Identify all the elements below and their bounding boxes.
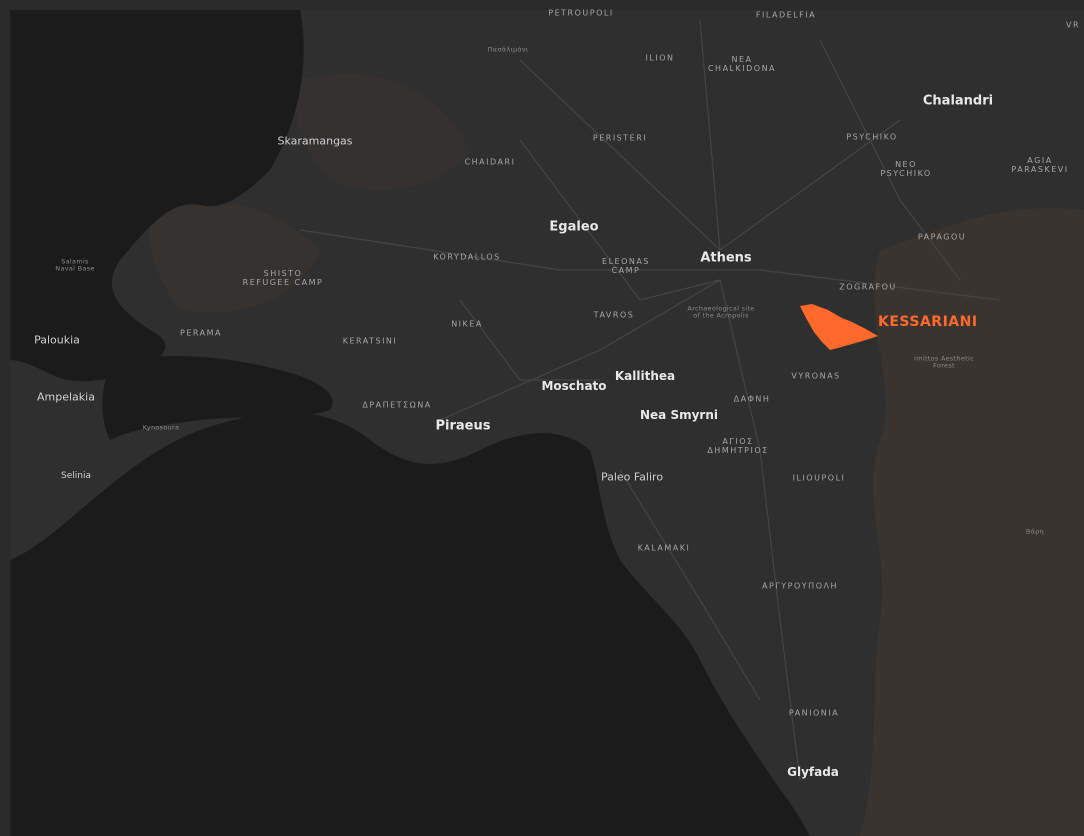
label-pasalimani: Πασάλιμάνι	[487, 45, 529, 54]
kessariani-area[interactable]	[800, 304, 878, 350]
label-piraeus: Piraeus	[435, 418, 491, 434]
salamis-strait	[102, 355, 333, 440]
label-zografou: ZOGRAFOU	[839, 282, 897, 292]
label-keratsini: KERATSINI	[342, 336, 398, 346]
label-dafni: ΔΑΦΝΗ	[733, 394, 771, 404]
label-vyronas: VYRONAS	[791, 371, 841, 381]
label-skaramangas: Skaramangas	[277, 134, 353, 148]
label-aesthetic-forest: Imittos Aesthetic Forest	[914, 354, 974, 370]
label-nea-smyrni: Nea Smyrni	[640, 408, 718, 423]
label-filadelfia: FILADELFIA	[755, 10, 817, 20]
label-kallithea: Kallithea	[614, 369, 676, 384]
label-eleonas: ELEONAS CAMP	[602, 256, 650, 275]
aigaleo-hills	[296, 73, 470, 190]
label-egaleo: Egaleo	[549, 219, 599, 235]
label-agios-dimitrios: ΑΓΙΟΣ ΔΗΜΗΤΡΙΟΣ	[707, 436, 769, 455]
label-ampelakia: Ampelakia	[37, 390, 95, 404]
elefsina-bay	[10, 10, 304, 382]
label-neo-psychiko: NEO PSYCHIKO	[880, 159, 932, 178]
label-ilioupoli: ILIOUPOLI	[792, 473, 846, 483]
west-hills	[149, 197, 320, 313]
label-peristeri: PERISTERI	[592, 133, 648, 143]
label-agia-paraskevi: AGIA PARASKEVI	[1011, 155, 1069, 174]
label-psychiko: PSYCHIKO	[846, 132, 898, 142]
label-tavros: TAVROS	[593, 310, 635, 320]
label-argyroupoli: ΑΡΓΥΡΟΥΠΟΛΗ	[762, 581, 838, 591]
label-kessariani[interactable]: KESSARIANI	[878, 313, 978, 330]
label-salamis-naval-base: Salamis Naval Base	[55, 257, 95, 273]
label-ilion: ILION	[645, 53, 675, 63]
label-acropolis: Archaeological site of the Acropolis	[687, 304, 755, 320]
label-paleo-faliro: Paleo Faliro	[600, 470, 664, 484]
road-network	[299, 19, 1001, 781]
saronic-gulf	[10, 412, 810, 836]
label-glyfada: Glyfada	[787, 765, 839, 780]
label-papagou: PAPAGOU	[917, 232, 967, 242]
label-korydallos: KORYDALLOS	[433, 252, 501, 262]
label-selinia: Selinia	[61, 470, 91, 481]
label-nikea: NIKEA	[451, 319, 483, 329]
label-moschato: Moschato	[541, 379, 607, 394]
label-nea-chalkidona: NEA CHALKIDONA	[707, 54, 777, 73]
label-vr: VR	[1065, 20, 1081, 30]
label-chalandri: Chalandri	[922, 93, 994, 109]
label-shisto: SHISTO REFUGEE CAMP	[242, 268, 324, 287]
label-vari: Βάρη	[1025, 527, 1045, 536]
label-kynosoura: Kynosoura	[142, 423, 180, 432]
label-perama: PERAMA	[180, 328, 222, 338]
label-kalamaki: KALAMAKI	[637, 543, 691, 553]
label-petroupoli: PETROUPOLI	[548, 8, 614, 18]
hymettus-hills	[860, 208, 1084, 836]
label-drapetsona: ΔΡΑΠΕΤΣΩΝΑ	[362, 400, 432, 410]
label-athens: Athens	[700, 250, 752, 266]
label-paloukia: Paloukia	[34, 333, 80, 347]
label-chaidari: CHAIDARI	[464, 157, 516, 167]
label-panionia: PANIONIA	[788, 708, 840, 718]
